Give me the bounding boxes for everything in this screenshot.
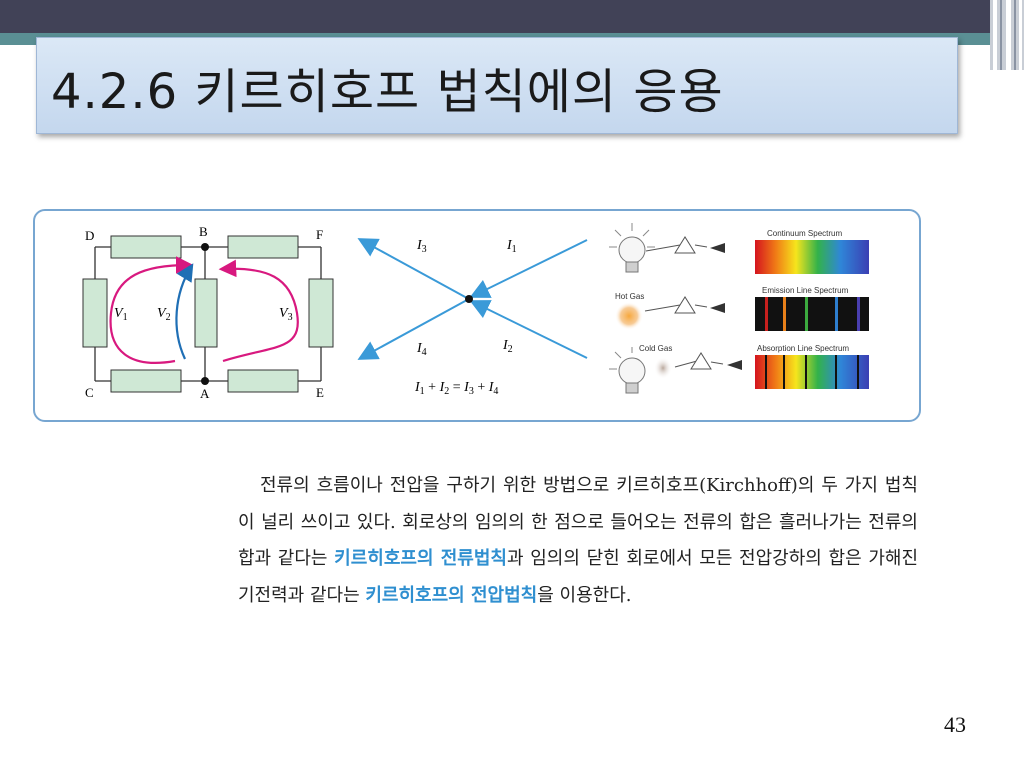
figure-svg: D B F C A E V1 V2 V3 I3 I1 I4 I2 I1 + I2… — [82, 223, 869, 401]
junction-diagram: I3 I1 I4 I2 I1 + I2 = I3 + I4 — [357, 238, 588, 397]
spectrum-continuum — [755, 240, 869, 274]
spectrum-absorption — [755, 355, 869, 389]
current-label-i1: I1 — [506, 238, 517, 255]
current-label-i4: I4 — [416, 341, 427, 358]
paragraph-text-3: 을 이용한다. — [537, 584, 632, 606]
resistor-top-left — [110, 235, 182, 259]
title-box: 4.2.6 키르히호프 법칙에의 응용 — [36, 37, 958, 134]
node-a-dot — [201, 377, 209, 385]
eye-icon-1 — [710, 243, 725, 253]
label-hot-gas: Hot Gas — [615, 292, 644, 301]
prism-icon-1 — [674, 236, 696, 254]
figure-panel: D B F C A E V1 V2 V3 I3 I1 I4 I2 I1 + I2… — [33, 209, 921, 422]
resistor-top-right — [227, 235, 299, 259]
node-label-d: D — [85, 228, 94, 243]
top-bar — [0, 0, 1024, 33]
junction-dot — [465, 295, 473, 303]
node-label-f: F — [316, 227, 323, 242]
current-label-i2: I2 — [502, 338, 513, 355]
voltage-label-v1: V1 — [114, 306, 128, 323]
circuit-diagram: D B F C A E V1 V2 V3 — [82, 224, 334, 401]
loop-left-arrow — [109, 256, 194, 364]
label-continuum: Continuum Spectrum — [767, 229, 842, 238]
paragraph-text-1: 전류의 흐름이나 전압을 구하기 위한 방법으로 키르히호프(Kirchhoff… — [238, 475, 918, 569]
label-emission: Emission Line Spectrum — [762, 286, 849, 295]
current-line-i2 — [469, 300, 588, 359]
light-ray-1 — [645, 244, 681, 252]
spectra-diagram: Continuum Spectrum Hot Gas Emission Line… — [609, 223, 869, 394]
node-label-c: C — [85, 385, 94, 400]
voltage-label-v2: V2 — [157, 306, 171, 323]
loop-right-arrow — [218, 259, 299, 363]
corner-decoration — [990, 0, 1024, 70]
current-line-i1 — [469, 239, 588, 298]
current-label-i3: I3 — [416, 238, 427, 255]
spectrum-emission — [755, 297, 869, 331]
resistor-bottom-right — [227, 369, 299, 393]
resistor-left — [82, 278, 108, 348]
light-bulb-icon-2 — [609, 347, 646, 394]
label-cold-gas: Cold Gas — [639, 344, 672, 353]
node-label-b: B — [199, 224, 208, 239]
resistor-right — [308, 278, 334, 348]
voltage-label-v3: V3 — [279, 306, 293, 323]
resistor-bottom-left — [110, 369, 182, 393]
prism-icon-3 — [690, 352, 712, 370]
highlight-voltage-law: 키르히호프의 전압법칙 — [365, 584, 538, 606]
paragraph-text-2: 과 임의의 닫힌 회로에서 모든 전압강하의 합은 가해진 기전력과 같다는 — [238, 548, 919, 606]
current-line-i4 — [357, 299, 468, 360]
page-number: 43 — [944, 712, 966, 737]
kcl-equation: I1 + I2 = I3 + I4 — [414, 380, 498, 397]
node-label-a: A — [200, 386, 210, 401]
resistor-middle — [194, 278, 218, 348]
prism-icon-2 — [674, 296, 696, 314]
current-line-i3 — [357, 238, 468, 299]
eye-icon-2 — [710, 303, 725, 313]
highlight-current-law: 키르히호프의 전류법칙 — [334, 548, 507, 569]
cold-gas-cloud — [654, 357, 672, 379]
label-absorption: Absorption Line Spectrum — [757, 344, 849, 353]
hot-gas-glow — [615, 302, 643, 330]
body-paragraph: 전류의 흐름이나 전압을 구하기 위한 방법으로 키르히호프(Kirchhoff… — [238, 468, 918, 614]
middle-arrow — [175, 263, 194, 360]
node-label-e: E — [316, 385, 324, 400]
node-b-dot — [201, 243, 209, 251]
slide-title: 4.2.6 키르히호프 법칙에의 응용 — [51, 64, 724, 120]
light-bulb-icon — [609, 223, 655, 273]
eye-icon-3 — [727, 360, 742, 370]
